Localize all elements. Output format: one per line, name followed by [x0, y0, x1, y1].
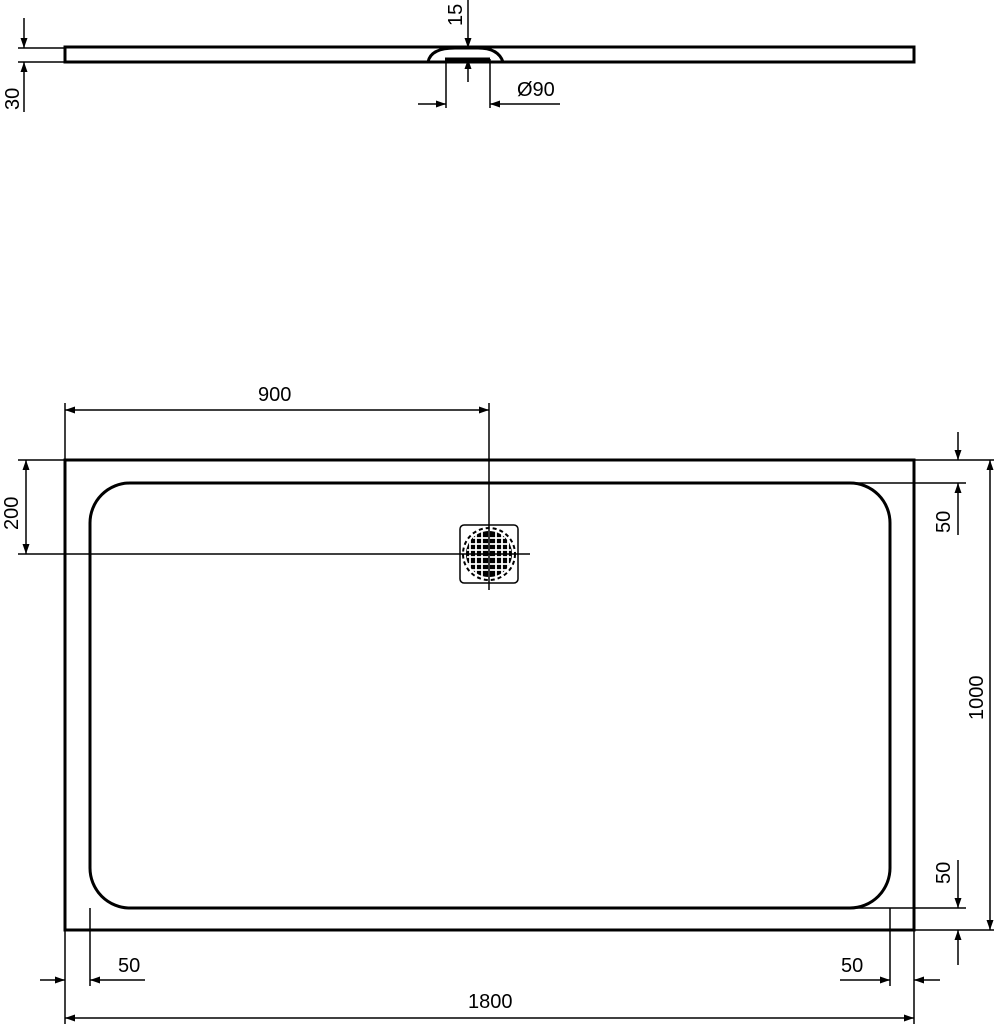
dim-drain-x-label: 900 [258, 384, 291, 406]
dim-rim-bottom-label: 50 [933, 862, 955, 884]
dim-drain-diameter-label: Ø90 [517, 79, 555, 101]
dim-rim-left-label: 50 [118, 955, 140, 977]
tray-basin [88, 481, 892, 910]
dim-length-label: 1800 [468, 991, 513, 1013]
dim-drain-y-label: 200 [1, 497, 23, 530]
dim-width-label: 1000 [966, 676, 988, 721]
side-view: 30 15 Ø90 [2, 0, 916, 112]
dim-height-label: 30 [2, 88, 24, 110]
dim-drain-depth-label: 15 [445, 4, 467, 26]
dim-rim-top-label: 50 [933, 511, 955, 533]
plan-view: 900 200 1000 50 50 50 50 [1, 384, 994, 1024]
drain-profile [426, 46, 505, 63]
dim-rim-right-label: 50 [841, 955, 863, 977]
